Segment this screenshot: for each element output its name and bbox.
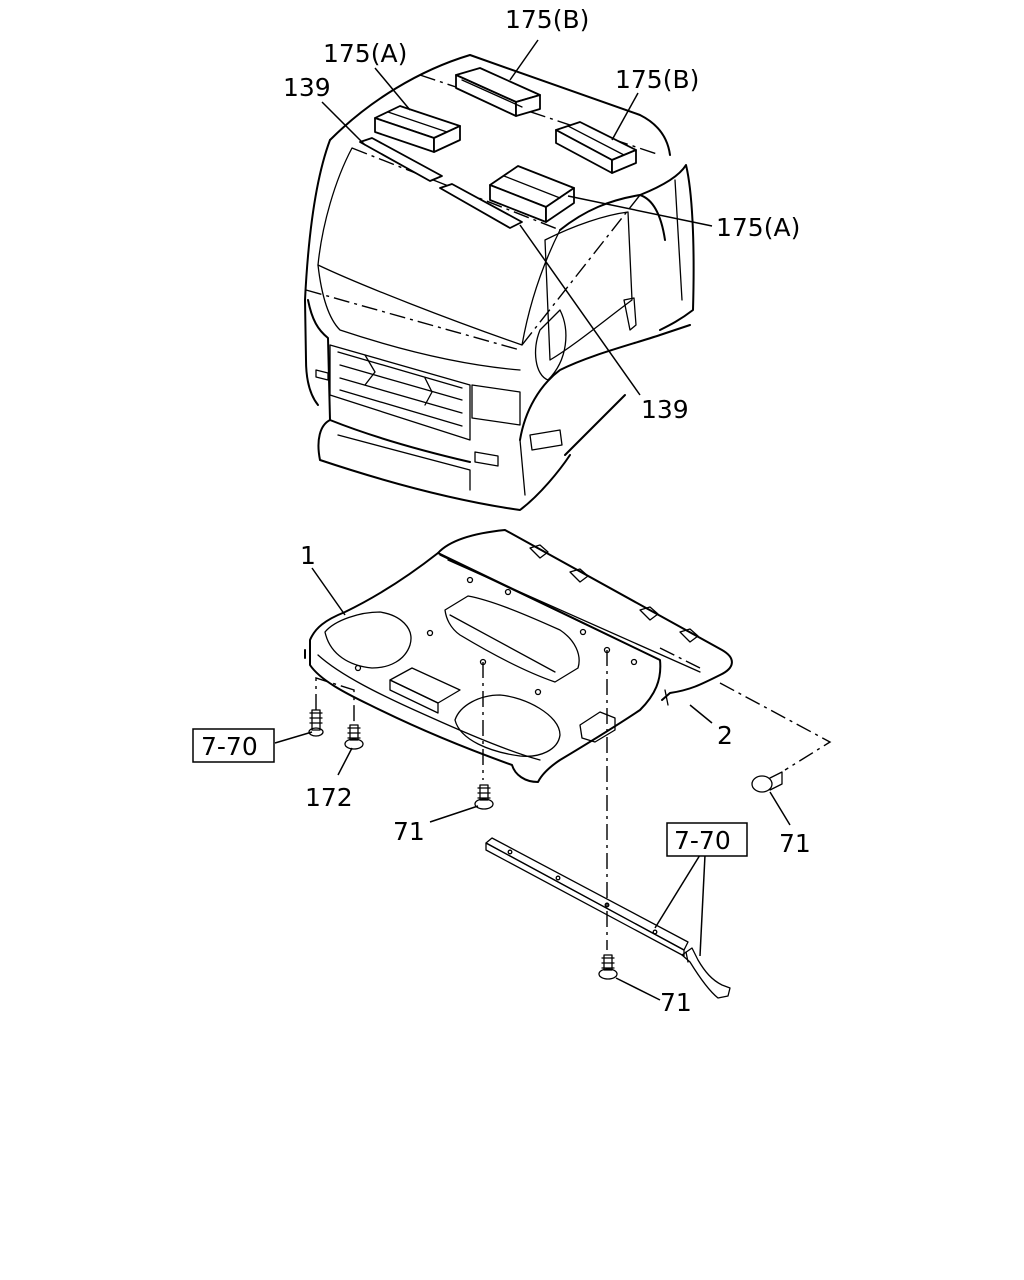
leader-lines-bottom <box>274 567 791 1001</box>
reference-label-right: 7-70 <box>674 826 731 855</box>
screw-172 <box>344 724 364 750</box>
truck-cab <box>304 54 695 511</box>
label-175b-top: 175(B) <box>505 5 589 34</box>
label-172: 172 <box>305 783 353 812</box>
screw-71-bottom <box>598 954 618 980</box>
callout-labels: 175(B) 175(A) 139 175(B) 175(A) 139 1 2 … <box>283 5 811 1017</box>
fastener-clip-left <box>308 709 324 737</box>
headlining-panel <box>304 529 733 783</box>
roof-insulation-pads <box>359 67 637 229</box>
reference-box-left: 7-70 <box>192 728 275 763</box>
push-clip-71-right <box>751 771 783 793</box>
label-1: 1 <box>300 541 316 570</box>
label-175a-right: 175(A) <box>716 213 800 242</box>
label-71-left: 71 <box>393 817 425 846</box>
strip-139-top <box>359 137 443 182</box>
trim-strip <box>485 837 689 957</box>
small-bracket <box>681 947 731 999</box>
strip-139-bottom <box>439 183 523 229</box>
reference-box-right: 7-70 <box>666 822 748 857</box>
label-175a-top: 175(A) <box>323 39 407 68</box>
label-2: 2 <box>717 721 733 750</box>
label-139-top: 139 <box>283 73 331 102</box>
leader-lines-top <box>321 39 713 396</box>
label-139-bottom: 139 <box>641 395 689 424</box>
screw-71-left <box>474 784 494 810</box>
label-175b-right: 175(B) <box>615 65 699 94</box>
label-71-bottom: 71 <box>660 988 692 1017</box>
assembly-lines <box>315 647 832 950</box>
reference-label-left: 7-70 <box>201 732 258 761</box>
label-71-right: 71 <box>779 829 811 858</box>
